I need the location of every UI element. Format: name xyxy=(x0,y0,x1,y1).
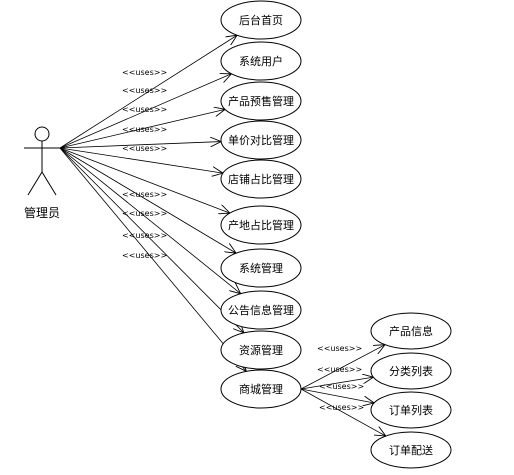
use-case-label: 产品信息 xyxy=(389,324,433,338)
use-case-ellipse xyxy=(370,312,452,350)
mall-stereotype-3: <<uses>> xyxy=(319,403,364,412)
use-case-main-4[interactable]: 店铺占比管理 xyxy=(220,159,302,199)
main-stereotype-6: <<uses>> xyxy=(122,209,167,218)
use-case-label: 店铺占比管理 xyxy=(228,172,294,186)
use-case-label: 商城管理 xyxy=(239,382,283,396)
mall-edge-3 xyxy=(300,388,386,436)
use-case-ellipse xyxy=(220,41,302,81)
use-case-mall-0[interactable]: 产品信息 xyxy=(370,312,452,350)
use-case-main-7[interactable]: 公告信息管理 xyxy=(220,290,302,330)
use-case-main-9[interactable]: 商城管理 xyxy=(220,369,302,409)
use-case-ellipse xyxy=(370,391,452,429)
use-case-main-3[interactable]: 单价对比管理 xyxy=(220,120,302,160)
use-case-ellipse xyxy=(220,159,302,199)
actor: 管理员 xyxy=(24,126,60,220)
main-edge-3 xyxy=(59,142,221,149)
use-case-mall-3[interactable]: 订单配送 xyxy=(370,431,452,469)
use-case-ellipse xyxy=(220,290,302,330)
use-case-label: 订单列表 xyxy=(389,403,433,417)
use-case-ellipse xyxy=(220,81,302,121)
use-case-main-2[interactable]: 产品预售管理 xyxy=(220,81,302,121)
edges-layer xyxy=(59,35,386,436)
use-case-mall-1[interactable]: 分类列表 xyxy=(370,352,452,390)
main-edge-4 xyxy=(59,147,223,173)
main-stereotype-1: <<uses>> xyxy=(122,86,167,95)
use-case-main-1[interactable]: 系统用户 xyxy=(220,41,302,81)
use-case-main-0[interactable]: 后台首页 xyxy=(220,0,302,40)
actor-left-leg xyxy=(27,171,43,196)
main-edge-2 xyxy=(59,109,225,149)
main-stereotype-7: <<uses>> xyxy=(122,231,167,240)
main-edge-5 xyxy=(59,147,230,213)
mall-edge-1 xyxy=(300,377,373,390)
mall-edge-2 xyxy=(300,388,374,403)
stereotype-labels: <<uses>> <<uses>> <<uses>> <<uses>> <<uses>>… xyxy=(122,68,364,412)
use-case-main-8[interactable]: 资源管理 xyxy=(220,330,302,370)
use-case-ellipse xyxy=(220,0,302,40)
use-case-label: 后台首页 xyxy=(239,13,283,27)
use-case-label: 分类列表 xyxy=(389,364,433,378)
use-case-ellipse xyxy=(370,352,452,390)
actor-right-leg xyxy=(41,171,57,196)
main-use-cases: 后台首页系统用户产品预售管理单价对比管理店铺占比管理产地占比管理系统管理公告信息… xyxy=(220,0,302,409)
use-case-label: 产品预售管理 xyxy=(228,94,294,108)
mall-edge-0 xyxy=(300,345,385,390)
main-stereotype-5: <<uses>> xyxy=(122,190,167,199)
use-case-ellipse xyxy=(220,205,302,245)
mall-stereotype-0: <<uses>> xyxy=(317,344,362,353)
use-case-main-6[interactable]: 系统管理 xyxy=(220,248,302,288)
use-case-label: 公告信息管理 xyxy=(228,303,294,317)
use-case-ellipse xyxy=(370,431,452,469)
use-case-label: 系统用户 xyxy=(239,54,283,68)
use-case-mall-2[interactable]: 订单列表 xyxy=(370,391,452,429)
use-case-ellipse xyxy=(220,120,302,160)
main-edge-0 xyxy=(59,35,237,149)
mall-stereotype-1: <<uses>> xyxy=(317,365,362,374)
main-edge-7 xyxy=(59,147,241,294)
main-edge-8 xyxy=(59,147,244,333)
main-stereotype-4: <<uses>> xyxy=(122,144,167,153)
main-edge-9 xyxy=(59,147,246,371)
main-edge-6 xyxy=(59,147,236,253)
mall-stereotype-2: <<uses>> xyxy=(319,382,364,391)
use-case-main-5[interactable]: 产地占比管理 xyxy=(220,205,302,245)
use-case-label: 系统管理 xyxy=(239,261,283,275)
use-case-label: 单价对比管理 xyxy=(228,133,294,147)
use-case-label: 资源管理 xyxy=(239,343,283,357)
use-case-ellipse xyxy=(220,248,302,288)
use-case-ellipse xyxy=(220,369,302,409)
main-edge-1 xyxy=(59,74,231,149)
actor-figure xyxy=(24,126,60,196)
main-stereotype-3: <<uses>> xyxy=(122,125,167,134)
main-stereotype-2: <<uses>> xyxy=(122,105,167,114)
actor-head xyxy=(34,126,50,142)
use-case-ellipse xyxy=(220,330,302,370)
actor-label: 管理员 xyxy=(24,205,60,220)
use-case-label: 产地占比管理 xyxy=(228,218,294,232)
main-stereotype-0: <<uses>> xyxy=(122,68,167,77)
use-case-label: 订单配送 xyxy=(389,443,433,457)
main-stereotype-8: <<uses>> xyxy=(122,251,167,260)
